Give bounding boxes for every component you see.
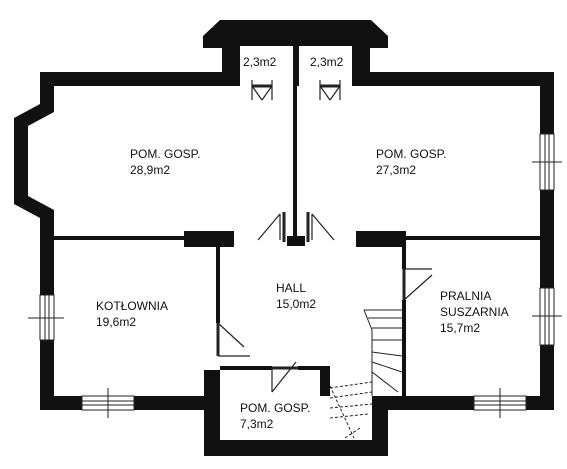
wall-right-lower: [540, 345, 554, 410]
wall-left-lower: [40, 225, 54, 295]
label-utility-bottom-name: POM. GOSP.: [240, 401, 310, 415]
label-store-right-area: 2,3m2: [310, 55, 344, 69]
label-store-left-area: 2,3m2: [243, 55, 277, 69]
label-utility-left-name: POM. GOSP.: [130, 147, 200, 161]
label-hall-area: 15,0m2: [276, 297, 316, 311]
label-laundry-name2: SUSZARNIA: [440, 305, 509, 319]
room-labels: 2,3m2 2,3m2 POM. GOSP. 28,9m2 POM. GOSP.…: [96, 55, 509, 431]
label-utility-right-name: POM. GOSP.: [376, 147, 446, 161]
label-laundry-area: 15,7m2: [440, 321, 480, 335]
label-laundry-name: PRALNIA: [440, 289, 491, 303]
windows: [28, 133, 562, 418]
wall-bottom-center-right: [372, 396, 388, 456]
wall-mid-center: [287, 236, 305, 246]
interior-walls: [54, 46, 540, 396]
wall-laundry-left-lower: [402, 300, 406, 396]
wall-hall-bottom-mid: [298, 366, 324, 370]
wall-mid-left: [54, 236, 184, 240]
wall-top-left: [40, 72, 240, 86]
stairs: [329, 309, 403, 439]
door-store-left: [251, 80, 273, 101]
doors: [216, 80, 433, 393]
wall-laundry-left: [402, 247, 406, 269]
wall-bottom-right: [372, 396, 554, 410]
door-laundry: [402, 268, 433, 301]
wall-boiler-right: [216, 247, 220, 323]
wall-top-right: [352, 72, 554, 86]
wall-mid-right: [406, 236, 540, 240]
door-center-double: [257, 212, 335, 242]
wall-mid-left-block: [184, 231, 234, 247]
label-hall-name: HALL: [276, 281, 306, 295]
wall-hall-bottom-left: [220, 366, 272, 370]
label-utility-left-area: 28,9m2: [130, 163, 170, 177]
door-store-right: [319, 80, 341, 101]
wall-bottom-center: [204, 440, 388, 456]
wall-stores-divider: [293, 46, 299, 86]
door-boiler: [216, 322, 250, 357]
wall-bottom-center-left: [204, 370, 220, 456]
wall-left-bottom: [40, 340, 54, 410]
wall-right-upper: [540, 72, 554, 134]
label-boiler-area: 19,6m2: [96, 315, 136, 329]
wall-stair-block: [320, 366, 330, 396]
wall-right-mid: [540, 190, 554, 288]
label-utility-right-area: 27,3m2: [376, 163, 416, 177]
wall-center-vertical: [293, 86, 297, 246]
label-utility-bottom-area: 7,3m2: [240, 417, 274, 431]
wall-left-bay: [14, 72, 54, 240]
label-boiler-name: KOTŁOWNIA: [96, 299, 168, 313]
door-bottom-room: [271, 361, 298, 393]
wall-mid-right-block: [356, 231, 406, 247]
